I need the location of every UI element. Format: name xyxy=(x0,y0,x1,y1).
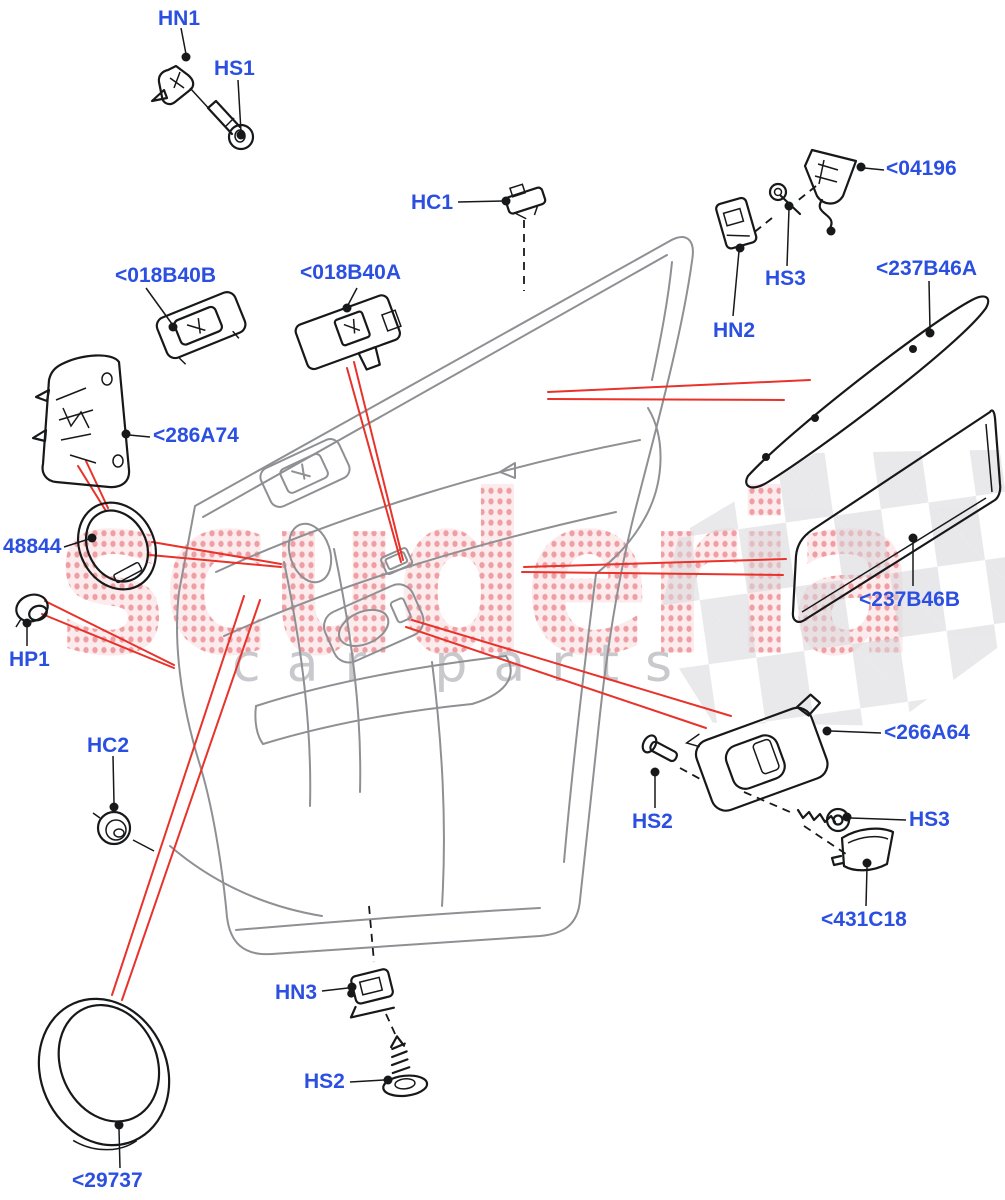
red-locator-lines xyxy=(41,361,811,1001)
door-trim-panel-drawing xyxy=(169,236,694,956)
part-hs1-bolt xyxy=(206,99,255,151)
part-label-237b46b[interactable]: <237B46B xyxy=(859,588,960,611)
part-label-hc2[interactable]: HC2 xyxy=(87,734,130,757)
part-237b46a-trim-strip xyxy=(745,295,990,489)
part-label-hs1[interactable]: HS1 xyxy=(214,57,255,80)
part-hc1-clip xyxy=(504,183,547,220)
part-label-hs3-top[interactable]: HS3 xyxy=(765,267,806,290)
panel-switch-hole xyxy=(380,547,414,576)
part-hs2-bottom-screw xyxy=(382,1035,429,1098)
part-04196-lamp xyxy=(803,148,858,236)
panel-oval-hole xyxy=(287,522,333,584)
part-hs3-top-screw xyxy=(768,182,802,216)
part-label-hn1[interactable]: HN1 xyxy=(158,7,201,30)
part-label-431c18[interactable]: <431C18 xyxy=(821,908,907,931)
part-label-286a74[interactable]: <286A74 xyxy=(153,424,239,447)
part-018b40a-bezel xyxy=(294,294,402,371)
part-hp1-plug xyxy=(15,593,49,628)
part-hn3-clip xyxy=(347,968,395,1019)
part-label-04196[interactable]: <04196 xyxy=(886,157,957,180)
part-29737-speaker-ring xyxy=(37,997,171,1151)
part-237b46b-trim-panel xyxy=(791,409,1002,623)
part-label-266a64[interactable]: <266A64 xyxy=(884,721,970,744)
part-hn2-bracket xyxy=(715,196,758,250)
part-hs2-right-pin xyxy=(641,734,679,763)
part-label-hp1[interactable]: HP1 xyxy=(9,648,50,671)
part-hn1-clip xyxy=(150,64,213,113)
part-label-hc1[interactable]: HC1 xyxy=(411,191,454,214)
part-label-237b46a[interactable]: <237B46A xyxy=(876,257,977,280)
part-018b40b-bezel xyxy=(155,291,247,365)
part-label-hs2-right[interactable]: HS2 xyxy=(632,810,673,833)
part-48844-ring xyxy=(76,501,158,591)
part-label-hs2-bottom[interactable]: HS2 xyxy=(304,1070,345,1093)
part-label-018b40a[interactable]: <018B40A xyxy=(300,261,401,284)
part-286a74-latch-bracket xyxy=(31,354,131,489)
part-266a64-handle-bezel xyxy=(684,693,829,812)
label-leader-lines xyxy=(22,27,935,1169)
panel-handle-cup xyxy=(323,583,425,664)
part-label-hn3[interactable]: HN3 xyxy=(275,981,318,1004)
part-label-48844[interactable]: 48844 xyxy=(3,535,62,558)
part-label-018b40b[interactable]: <018B40B xyxy=(115,264,216,287)
part-hc2-grommet xyxy=(92,810,155,852)
part-label-hs3-right[interactable]: HS3 xyxy=(909,808,950,831)
panel-switch-plate xyxy=(259,438,351,508)
part-label-29737[interactable]: <29737 xyxy=(72,1169,143,1192)
assembly-dashed-lines xyxy=(368,185,847,1037)
part-431c18-cover xyxy=(830,827,895,872)
part-label-hn2[interactable]: HN2 xyxy=(713,319,756,342)
